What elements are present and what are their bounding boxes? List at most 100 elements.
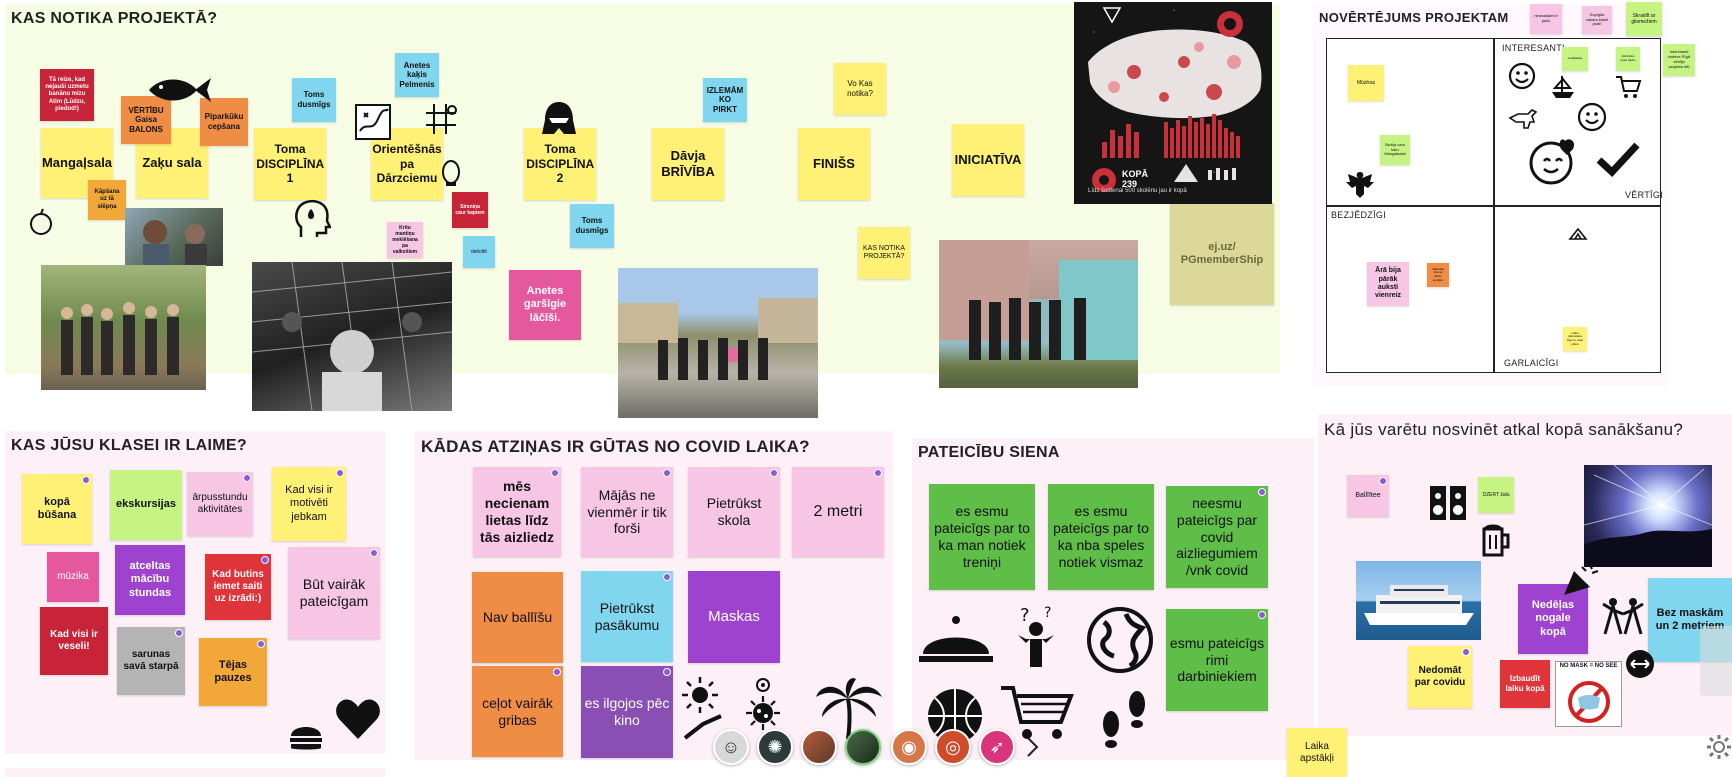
head-icon (293, 197, 331, 239)
note-2-metri[interactable]: 2 metri (792, 467, 884, 557)
note-sirsnina[interactable]: Sirsniņa caur kapiem (452, 192, 488, 228)
note-muzika[interactable]: mūzika (47, 552, 99, 602)
photo-ship[interactable] (1356, 561, 1481, 640)
note-ilgojos[interactable]: es ilgojos pēc kino (581, 666, 673, 758)
note-small-or[interactable]: Atlikušās dienas laiciņi jautājas (1427, 263, 1449, 287)
heart-icon (335, 697, 381, 741)
note-piparkuku[interactable]: Piparkūku cepšana (200, 98, 248, 146)
frame-title-vertejums: NOVĒRTĒJUMS PROJEKTAM (1319, 10, 1509, 25)
note-iniciativa[interactable]: INICIATĪVA (952, 124, 1024, 196)
party-icon (1562, 563, 1600, 597)
note-vertibu-balons[interactable]: VĒRTĪBU Gaisa BALONS (121, 96, 171, 144)
smile-icon (1508, 62, 1536, 90)
note-anetes-garsigie[interactable]: Anetes garšīgie lāčīši. (509, 270, 581, 340)
note-top-pk1[interactable]: neizsakāmi ir jauki (1530, 4, 1562, 34)
note-toms-dusmigs-1[interactable]: Toms dusmīgs (292, 78, 336, 122)
note-zaku-sala[interactable]: Zaķu sala (136, 128, 208, 198)
note-davja-briviba[interactable]: Dāvja BRĪVĪBA (652, 128, 724, 200)
infographic-count: KOPĀ 239 (1122, 169, 1149, 189)
photo-group-building[interactable] (939, 240, 1138, 388)
no-mask-sign[interactable]: NO MASK = NO SEE (1555, 661, 1622, 727)
note-nav-ballisu[interactable]: Nav ballīšu (472, 572, 563, 663)
avatar-cat[interactable]: ◉ (891, 729, 927, 765)
quadrant-label-vertigi: VĒRTĪGI (1625, 190, 1663, 200)
note-ekskursijas[interactable]: ekskursijas (110, 470, 182, 540)
note-dzert[interactable]: DZERT šalu (1478, 477, 1514, 513)
note-izbaudit[interactable]: Izbaudīt laiku kopā (1500, 660, 1550, 708)
note-toma-disciplina-1[interactable]: Toma DISCIPLĪNA 1 (254, 128, 326, 200)
note-izlemam[interactable]: IZLEMĀM KO PIRKT (703, 78, 747, 122)
note-sarunas[interactable]: sarunas savā starpā (117, 627, 185, 695)
quadrant-label-bezjedzigi: BEZJĒDZĪGI (1331, 210, 1387, 220)
photo-group-bridge[interactable] (618, 268, 818, 418)
note-nedelas-nogale[interactable]: Nedēļas nogale kopā (1518, 584, 1588, 654)
note-rimi[interactable]: esmu pateicīgs rimi darbiniekiem (1166, 609, 1268, 711)
note-tejas[interactable]: Tējas pauzes (199, 638, 267, 706)
note-anetes-kakis[interactable]: Anetes kaķis Pelmenis (395, 53, 439, 97)
photo-selfie[interactable] (125, 208, 223, 266)
chevron-right-icon[interactable] (1024, 736, 1040, 758)
avatar-fish[interactable]: ➶ (979, 729, 1015, 765)
avatar-monkey[interactable]: ◎ (935, 729, 971, 765)
photo-group-forest[interactable] (41, 265, 206, 390)
note-nedomat[interactable]: Nedomāt par covidu (1408, 646, 1472, 708)
note-toms-dusmigs-2[interactable]: Toms dusmīgs (570, 204, 614, 248)
avatar-smile[interactable]: ☺ (713, 729, 749, 765)
eagle-icon (1344, 168, 1376, 200)
basketball-icon (925, 686, 985, 746)
note-mes-necienam[interactable]: mēs necienam lietas līdz tās aizliedz (473, 467, 561, 557)
note-kad-butins[interactable]: Kad butins iemet saiti uz izrādi:) (205, 554, 271, 620)
note-kopa-busana[interactable]: kopā būšana (22, 474, 92, 544)
note-top-pk2[interactable]: Kopīgās vakara klasē jautri (1582, 6, 1612, 34)
photo-net-climbing[interactable] (252, 262, 452, 411)
photo-concert[interactable] (1584, 465, 1712, 567)
note-vo-kas-notika[interactable]: Vo Kas notika? (834, 63, 886, 115)
note-but-vairak[interactable]: Būt vairāk pateicīgam (288, 547, 380, 639)
gear-icon[interactable] (1706, 734, 1732, 760)
frame-title-nosvinet: Kā jūs varētu nosvinēt atkal kopā sanākš… (1324, 420, 1684, 439)
cart-icon-small (1614, 74, 1642, 100)
note-majas[interactable]: Mājās ne vienmēr ir tik forši (581, 467, 673, 557)
note-mangalsala[interactable]: Mangaļsala (41, 128, 113, 198)
note-ara-bija[interactable]: Ārā bija pārāk auksti vienreiz (1367, 262, 1409, 306)
note-kas-notika-small[interactable]: KAS NOTIKA PROJEKTĀ? (858, 227, 910, 279)
heart-face-icon (1527, 135, 1579, 187)
note-toma-disciplina-2[interactable]: Toma DISCIPLĪNA 2 (524, 128, 596, 200)
note-kad-visi-veseli[interactable]: Kad visi ir veseli! (40, 607, 108, 675)
note-dekolte[interactable]: dekoltē (463, 236, 495, 268)
note-pietrukst-pasakumu[interactable]: Pietrūkst pasākumu (581, 571, 673, 662)
note-finiss[interactable]: FINIŠS (798, 128, 870, 200)
note-nba-speles[interactable]: es esmu pateicīgs par to ka nba speles n… (1048, 484, 1154, 590)
note-small-lg1[interactable]: smalkākais (1562, 47, 1588, 71)
note-side-lg[interactable]: Interesanti sintēze Rīgā vēstīja projekt… (1663, 44, 1695, 76)
note-treninji[interactable]: es esmu pateicīgs par to ka man notiek t… (929, 484, 1035, 590)
note-kristu[interactable]: Kritu mantiņu meklēšana pa valkošiem (387, 222, 423, 258)
avatar-photo-2[interactable] (845, 729, 881, 765)
note-muzikas[interactable]: Mūzikas (1348, 65, 1384, 101)
note-small-lg2[interactable]: Aktivitāšu laura darbs (1616, 47, 1640, 71)
note-kad-visi-motiveti[interactable]: Kad visi ir motivēti jebkam (272, 467, 346, 541)
panel-toggle[interactable] (1700, 626, 1732, 696)
infographic-latvia-map[interactable]: KOPĀ 239 Līdz šodienai 500 skolēnu jau i… (1074, 2, 1272, 204)
tent-icon (1568, 227, 1588, 241)
note-celot[interactable]: ceļot vairāk gribas (472, 666, 563, 757)
avatar-octopus[interactable]: ✺ (757, 729, 793, 765)
note-pietrukst-skola[interactable]: Pietrūkst skola (688, 467, 780, 557)
infographic-caption: Līdz šodienai 500 skolēnu jau ir kopā (1088, 188, 1187, 194)
note-maskas[interactable]: Maskas (688, 571, 780, 663)
frame-title-kas-notika: KAS NOTIKA PROJEKTĀ? (11, 10, 218, 27)
note-skreja[interactable]: Skrēja caur taku Mangaļsalai (1380, 135, 1410, 165)
note-ballitee[interactable]: Ballīītee (1347, 475, 1389, 517)
note-ta-reize[interactable]: Tā reize, kad nejauši uzmetu banānu mizu… (40, 69, 94, 121)
note-atceltas[interactable]: atceltas mācību stundas (115, 545, 185, 615)
note-kapsana[interactable]: Kāpšana uz tā slēpņa (88, 180, 126, 220)
note-link[interactable]: ej.uz/ PGmemberShip (1170, 203, 1274, 305)
note-neesmu[interactable]: neesmu pateicīgs par covid aizliegumiem … (1166, 486, 1268, 588)
note-top-lg[interactable]: Skraidīt ar gliemežiem (1626, 2, 1662, 36)
note-laika-apstakli[interactable]: Laika apstākļi (1287, 728, 1347, 777)
note-orientesanas[interactable]: Orientēšnās pa Dārzciemu (371, 128, 443, 200)
no-mask-text: NO MASK = NO SEE (1559, 663, 1618, 669)
avatar-photo-1[interactable] (801, 729, 837, 765)
note-small-y[interactable]: Laika plānošana bija ne visai plāna (1563, 327, 1587, 351)
note-arpusstundu[interactable]: ārpusstundu aktivitātes (187, 472, 253, 536)
